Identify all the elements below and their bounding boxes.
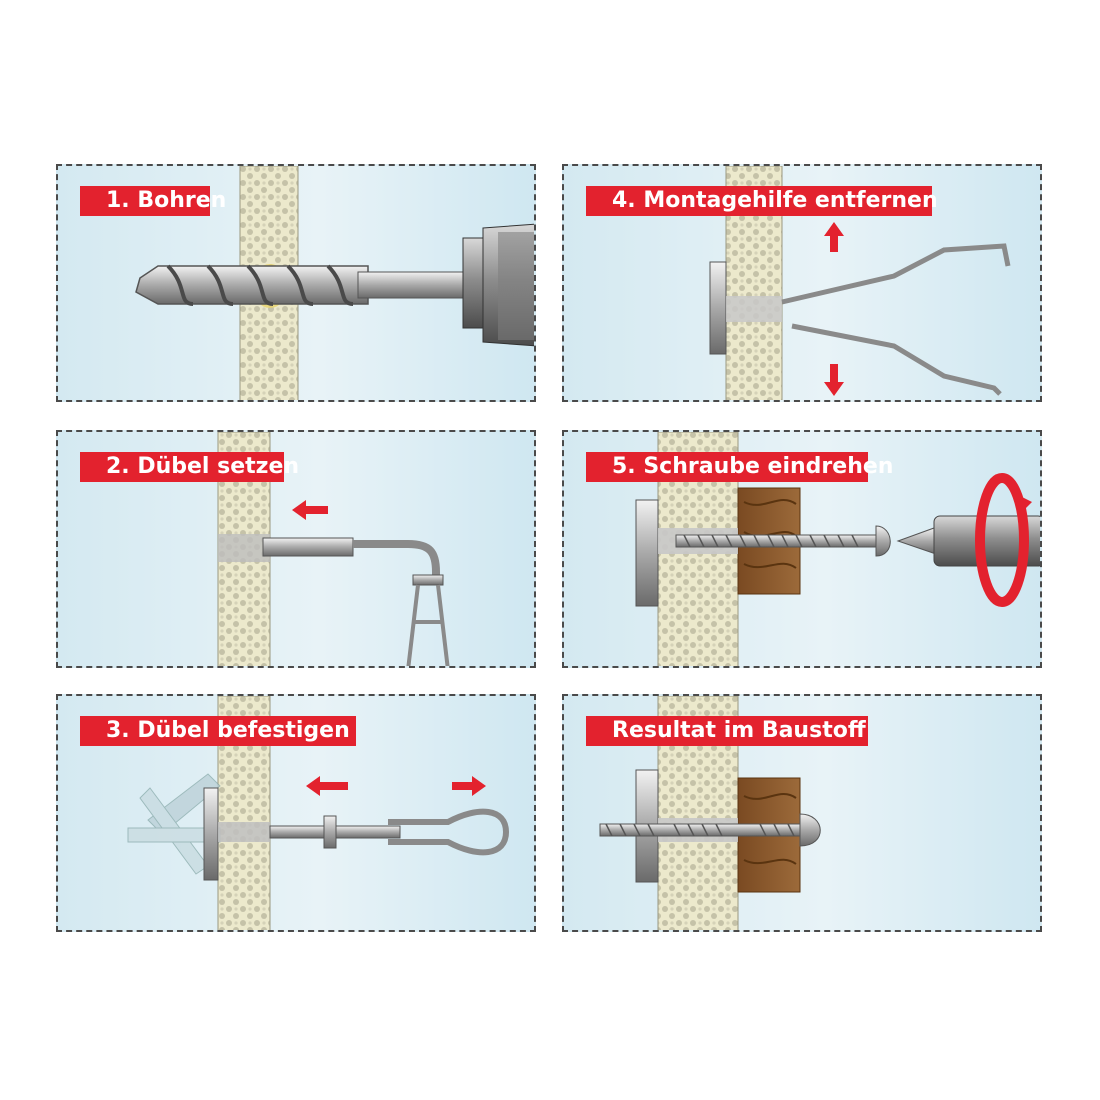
toggle-wing xyxy=(127,773,221,875)
step-label-1: 1. Bohren xyxy=(80,186,226,216)
step-panel-5: 5. Schraube eindrehen xyxy=(562,430,1042,668)
arrow-right-icon xyxy=(452,776,486,796)
drill-chuck-icon xyxy=(462,223,534,347)
arrow-up-icon xyxy=(824,222,844,252)
mounting-tool xyxy=(269,808,510,856)
screw-icon xyxy=(675,525,891,557)
anchor-flange xyxy=(203,787,219,881)
arrow-down-icon xyxy=(824,364,844,396)
step-panel-6: Resultat im Baustoff xyxy=(562,694,1042,932)
screw-icon xyxy=(599,813,821,847)
step-label-6: Resultat im Baustoff xyxy=(586,716,868,746)
drill-bit-icon xyxy=(135,264,469,306)
step-label-5: 5. Schraube eindrehen xyxy=(586,452,893,482)
drilling-illustration xyxy=(135,166,534,400)
anchor-flange xyxy=(635,499,659,607)
arrow-left-icon xyxy=(306,776,348,796)
rotation-arrow-icon xyxy=(975,473,1032,607)
step-panel-2: 2. Dübel setzen xyxy=(56,430,536,668)
mounting-tool xyxy=(781,243,1011,396)
step-panel-4: 4. Montagehilfe entfernen xyxy=(562,164,1042,402)
step-panel-1: 1. Bohren xyxy=(56,164,536,402)
wall-anchor-icon xyxy=(218,822,270,842)
mounting-tool xyxy=(262,537,450,666)
wall-anchor-icon xyxy=(726,296,782,322)
wall-anchor-icon xyxy=(218,534,270,562)
anchor-flange xyxy=(709,261,727,355)
screwdriver-icon xyxy=(896,515,1040,567)
step-label-2: 2. Dübel setzen xyxy=(80,452,299,482)
step-label-4: 4. Montagehilfe entfernen xyxy=(586,186,938,216)
step-label-3: 3. Dübel befestigen xyxy=(80,716,356,746)
arrow-left-icon xyxy=(292,500,328,520)
step-panel-3: 3. Dübel befestigen xyxy=(56,694,536,932)
